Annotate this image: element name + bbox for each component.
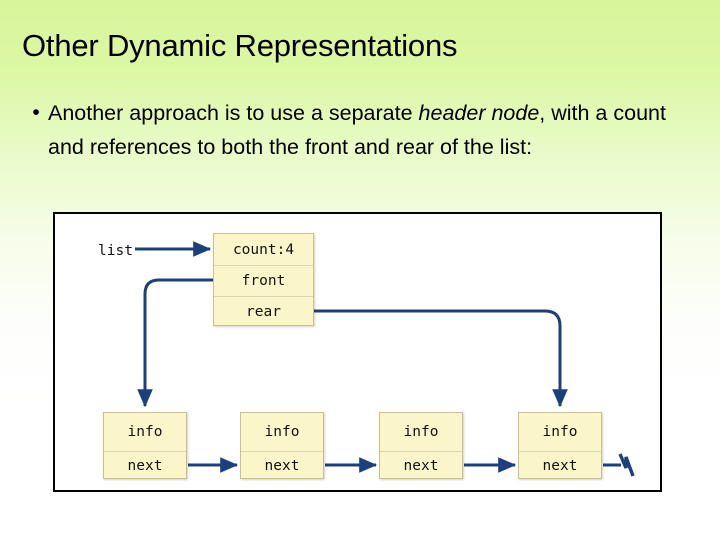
list-item: • Another approach is to use a separate … — [24, 96, 700, 164]
header-node-cell-rear: rear — [214, 296, 313, 327]
list-node-3: info next — [379, 412, 463, 479]
diagram-arrow-layer — [135, 241, 635, 477]
list-node-3-info: info — [403, 424, 439, 440]
list-node-1-next: next — [104, 451, 186, 480]
bullet-text: Another approach is to use a separate he… — [48, 96, 700, 164]
bullet-list: • Another approach is to use a separate … — [24, 96, 700, 164]
list-node-2-info: info — [264, 424, 300, 440]
page-title: Other Dynamic Representations — [22, 28, 458, 63]
bullet-text-emphasis: header node — [418, 101, 540, 125]
arrow-front-to-first-node — [137, 278, 213, 408]
header-node-cell-front: front — [214, 265, 313, 296]
header-node: count:4 front rear — [213, 233, 314, 326]
header-node-cell-count: count:4 — [232, 241, 295, 258]
list-node-2: info next — [240, 412, 324, 479]
list-node-4-next: next — [519, 451, 601, 480]
arrow-rear-to-last-node — [314, 309, 568, 408]
list-node-1-info: info — [127, 424, 163, 440]
list-node-1: info next — [103, 412, 187, 479]
list-pointer-label: list — [98, 243, 133, 259]
list-node-3-next: next — [380, 451, 462, 480]
bullet-marker: • — [32, 101, 40, 124]
list-node-2-next: next — [241, 451, 323, 480]
bullet-text-part-1: Another approach is to use a separate — [48, 101, 419, 125]
diagram-frame: list count:4 front rear info next info n… — [53, 212, 662, 492]
list-node-4: info next — [518, 412, 602, 479]
null-terminator-zigzag-icon — [618, 453, 635, 477]
list-node-4-info: info — [542, 424, 578, 440]
bullet-text-part-2: , with a count and references to both th… — [48, 101, 666, 159]
